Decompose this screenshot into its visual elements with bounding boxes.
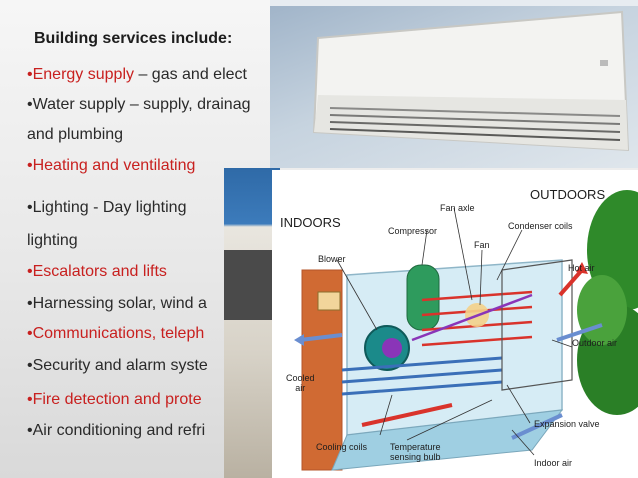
bullet-air-conditioning: •Air conditioning and refri [27,422,206,439]
label-fan: Fan [474,240,490,250]
label-cooled-air: Cooled air [286,373,315,393]
slide-title: Building services include: [34,30,233,47]
ac-unit-photo [270,0,638,168]
ac-diagram: INDOORS OUTDOORS Fan axle Compressor Con… [272,170,638,478]
bullet-energy-supply-rest: – gas and elect [134,66,247,83]
label-temperature-sensing-bulb: Temperature sensing bulb [390,442,441,462]
label-blower: Blower [318,254,346,264]
bullet-heating-ventilating: •Heating and ventilating [27,157,196,174]
bullet-lighting-cont: lighting [27,232,78,249]
label-cooling-coils: Cooling coils [316,442,368,452]
label-outdoors: OUTDOORS [530,187,606,202]
label-expansion-valve: Expansion valve [534,419,600,429]
room-photo [224,168,280,478]
label-outdoor-air: Outdoor air [572,338,618,348]
label-hot-air: Hot air [568,263,595,273]
bullet-harnessing-solar: •Harnessing solar, wind a [27,295,207,312]
label-indoors: INDOORS [280,215,341,230]
bullet-fire-detection: •Fire detection and prote [27,391,202,408]
label-fan-axle: Fan axle [440,203,475,213]
bullet-water-supply-cont: and plumbing [27,126,124,143]
bullet-escalators-lifts: •Escalators and lifts [27,263,167,280]
ac-diagram-drawing [294,190,638,471]
label-condenser-coils: Condenser coils [508,221,573,231]
bullet-security-alarm: •Security and alarm syste [27,357,208,374]
ac-unit-illustration [270,0,638,152]
bullet-energy-supply-highlight: •Energy supply [27,66,134,83]
bullet-water-supply: •Water supply – supply, drainag [27,96,251,113]
room-photo-panel [224,250,280,320]
label-compressor: Compressor [388,226,438,236]
label-indoor-air: Indoor air [534,458,573,468]
bullet-communications: •Communications, teleph [27,325,205,342]
bullet-lighting: •Lighting - Day lighting [27,199,187,216]
bullet-energy-supply: •Energy supply – gas and elect [27,66,247,84]
